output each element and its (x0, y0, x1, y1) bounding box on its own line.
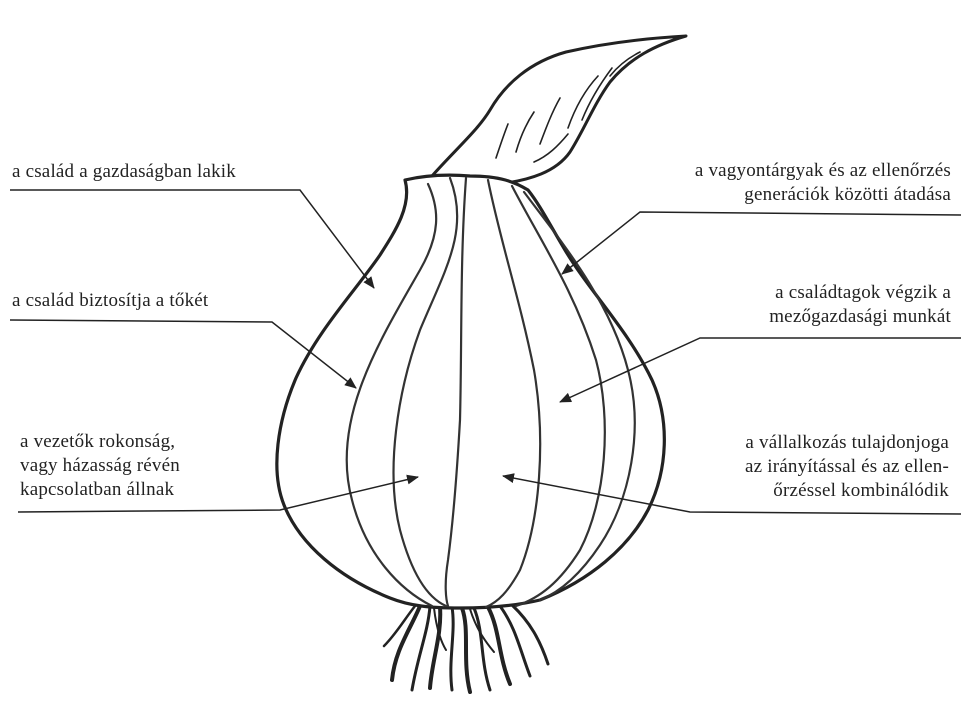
label-bottom-right: a vállalkozás tulajdonjoga az irányításs… (745, 431, 949, 503)
label-middle-right: a családtagok végzik a mezőgazdasági mun… (769, 281, 951, 329)
label-bottom-left: a vezetők rokonság, vagy házasság révén … (20, 430, 180, 502)
bulb-outline (277, 175, 664, 608)
pointer-top-right (562, 212, 961, 274)
label-top-right: a vagyontárgyak és az ellenőrzés generác… (695, 159, 951, 207)
dry-tip (432, 36, 686, 184)
label-top-left: a család a gazdaságban lakik (12, 160, 236, 184)
label-middle-left: a család biztosítja a tőkét (12, 289, 208, 313)
pointer-top-left (10, 190, 374, 288)
roots (384, 605, 548, 692)
